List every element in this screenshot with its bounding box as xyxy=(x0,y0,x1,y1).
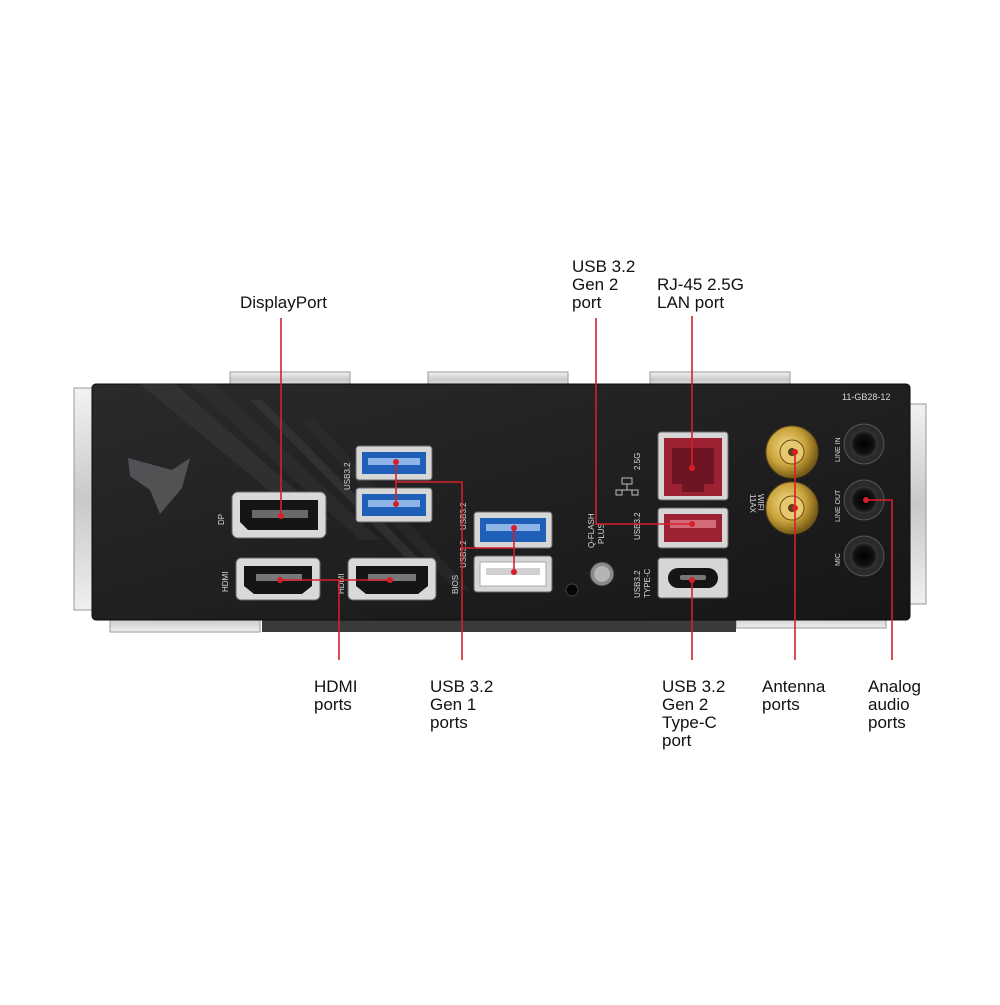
leader-audio xyxy=(866,499,893,660)
silk-mic: MIC xyxy=(835,553,842,566)
silk-usb-left: USB3.2 xyxy=(343,462,352,490)
silk-wifi-1: 11AX xyxy=(748,494,757,514)
silk-usb-mid-a: USB3.2 xyxy=(459,540,468,568)
network-icon xyxy=(615,477,639,496)
silk-hdmi-2: HDMI xyxy=(337,574,346,594)
leader-hdmi xyxy=(280,579,390,660)
audio-jack-mic[interactable] xyxy=(843,535,885,577)
silk-line-in: LINE IN xyxy=(835,437,842,462)
rj45-lan-port[interactable] xyxy=(657,431,729,501)
label-displayport: DisplayPort xyxy=(240,293,327,312)
label-rj45: RJ-45 2.5G LAN port xyxy=(657,275,744,312)
silk-usb-red: USB3.2 xyxy=(633,512,642,540)
label-usb-typec: USB 3.2 Gen 2 Type-C port xyxy=(662,677,726,750)
silk-wifi-2: WIFI xyxy=(756,494,765,511)
leader-usb-gen2 xyxy=(595,318,692,525)
leader-usb-gen1-mid2 xyxy=(462,528,515,572)
silk-typec-1: USB3.2 xyxy=(633,570,642,598)
silk-bios: BIOS xyxy=(451,575,460,594)
aorus-eagle-logo xyxy=(128,458,190,514)
clear-cmos-hole[interactable] xyxy=(565,583,579,597)
label-usb-gen1: USB 3.2 Gen 1 ports xyxy=(430,677,494,732)
silk-qflash-1: Q-FLASH xyxy=(587,513,596,548)
leader-usb-gen1 xyxy=(395,462,463,660)
silk-line-out: LINE OUT xyxy=(835,489,842,522)
silk-lan: 2.5G xyxy=(633,453,642,470)
q-flash-plus-button[interactable] xyxy=(589,561,615,587)
leader-dots xyxy=(277,449,869,583)
silk-typec-2: TYPE-C xyxy=(643,568,652,598)
label-usb-gen2: USB 3.2 Gen 2 port xyxy=(572,257,636,312)
silk-usb-mid-b: USB3.2 xyxy=(459,502,468,530)
leader-lines xyxy=(280,316,893,660)
audio-jack-line-in[interactable] xyxy=(843,423,885,465)
label-antenna: Antenna ports xyxy=(762,677,826,714)
label-audio: Analog audio ports xyxy=(868,677,921,732)
label-hdmi: HDMI ports xyxy=(314,677,358,714)
silk-hdmi-1: HDMI xyxy=(221,572,230,592)
silk-qflash-2: PLUS xyxy=(597,523,606,544)
silk-dp: DP xyxy=(217,514,226,525)
usb-gen2-red-port[interactable] xyxy=(657,507,729,549)
part-number: 11-GB28-12 xyxy=(842,392,890,402)
